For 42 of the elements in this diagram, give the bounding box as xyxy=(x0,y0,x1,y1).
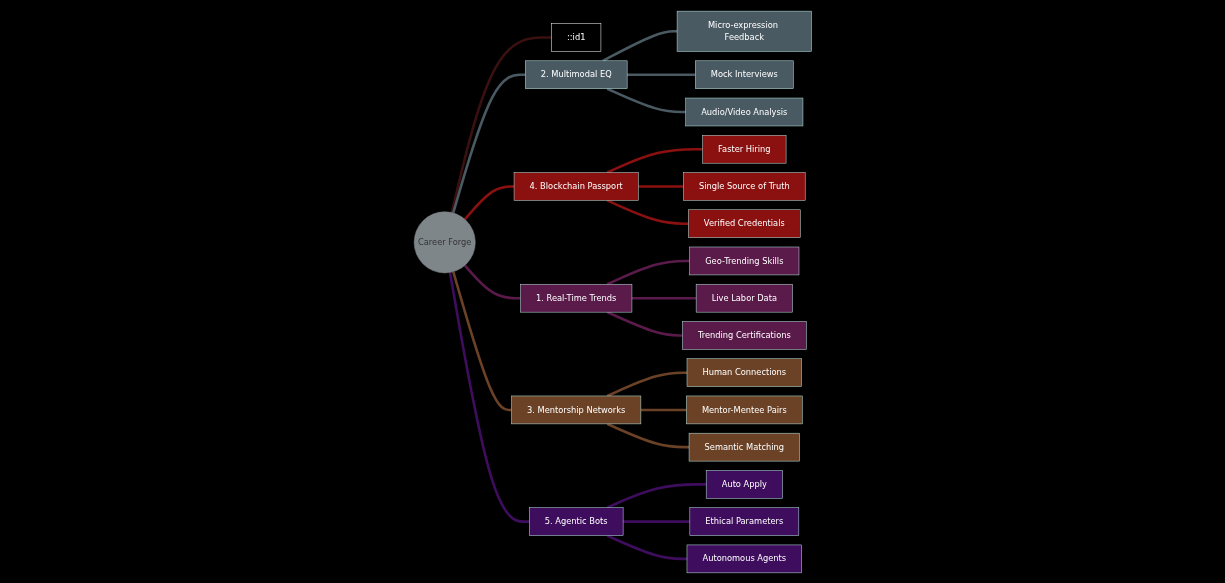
connector xyxy=(606,198,688,225)
node-box: Faster Hiring xyxy=(701,134,786,163)
node-box: Human Connections xyxy=(686,357,802,387)
node-box: Mock Interviews xyxy=(694,60,794,89)
connector xyxy=(463,184,514,220)
node-box: 5. Agentic Bots xyxy=(528,506,623,536)
connector xyxy=(450,35,552,213)
node-box: Semantic Matching xyxy=(688,432,800,461)
connector xyxy=(622,519,690,523)
connector xyxy=(631,296,696,299)
connector xyxy=(601,29,677,62)
node-box: Live Labor Data xyxy=(695,283,793,312)
node-box: Geo-Trending Skills xyxy=(689,246,799,275)
node-box: Single Source of Truth xyxy=(682,171,806,201)
node-circle: Career Forge xyxy=(413,211,476,273)
node-box: Mentor-Mentee Pairs xyxy=(685,395,803,424)
connector xyxy=(606,310,682,337)
connector xyxy=(448,271,529,523)
node-box: Ethical Parameters xyxy=(689,506,799,536)
connector xyxy=(626,72,695,76)
connector xyxy=(606,482,706,509)
connector xyxy=(606,87,686,113)
connector xyxy=(463,264,521,299)
node-box: Micro-expression Feedback xyxy=(676,10,812,52)
connector xyxy=(606,422,689,448)
node-box: 2. Multimodal EQ xyxy=(524,60,628,89)
connector xyxy=(640,408,686,411)
connector xyxy=(451,270,512,411)
node-box: Autonomous Agents xyxy=(686,544,802,573)
node-box: Verified Credentials xyxy=(687,209,801,238)
connector xyxy=(606,370,687,397)
connector xyxy=(637,184,684,188)
connector xyxy=(606,147,703,174)
node-box: ::id1 xyxy=(550,22,601,52)
connector xyxy=(606,259,690,285)
node-box: 3. Mentorship Networks xyxy=(510,395,641,424)
node-box: Trending Certifications xyxy=(681,320,807,350)
node-box: Audio/Video Analysis xyxy=(685,97,803,126)
node-box: 1. Real-Time Trends xyxy=(519,283,632,312)
node-box: 4. Blockchain Passport xyxy=(513,171,639,201)
node-box: Auto Apply xyxy=(705,469,783,499)
connector xyxy=(451,72,525,213)
